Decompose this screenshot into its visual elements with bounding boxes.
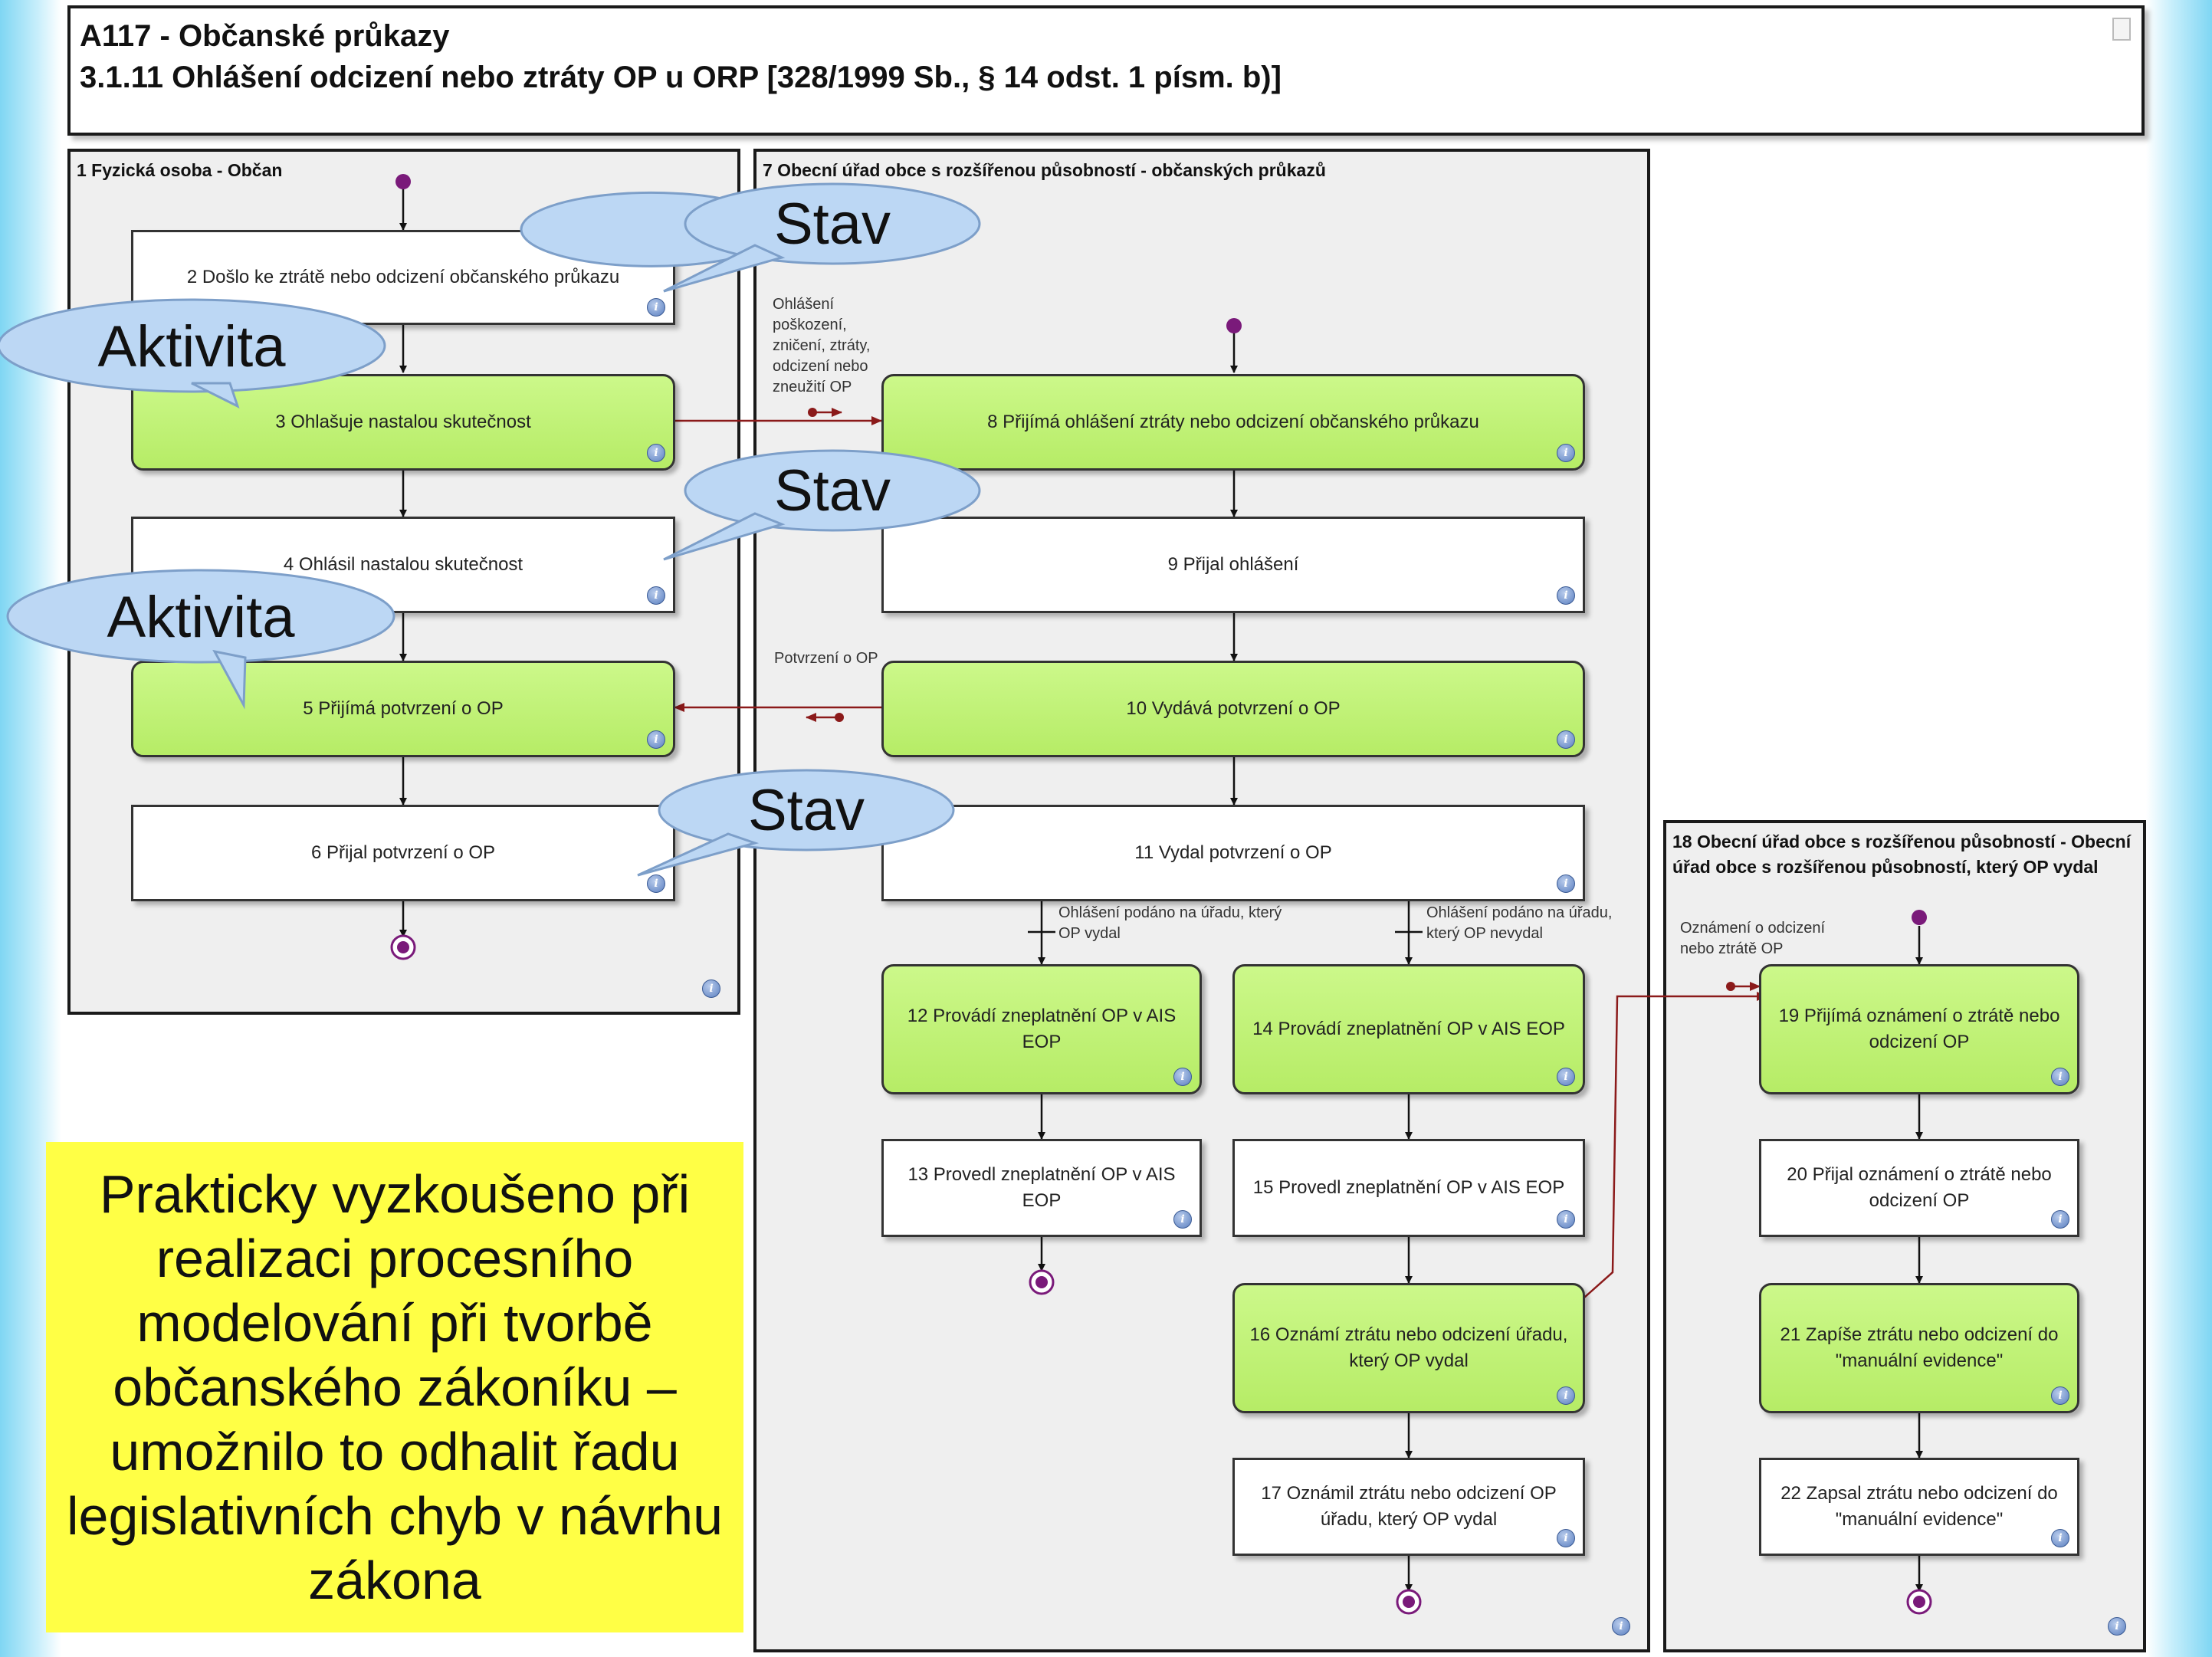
lane-title-orp-issuer: 18 Obecní úřad obce s rozšířenou působno… xyxy=(1672,832,2132,877)
info-icon[interactable]: i xyxy=(1557,444,1575,462)
info-icon[interactable]: i xyxy=(2051,1529,2069,1547)
message-label-confirmation: Potvrzení o OP xyxy=(774,650,878,667)
diagram-header: A117 - Občanské průkazy 3.1.11 Ohlášení … xyxy=(67,5,2145,136)
node-5-activity[interactable]: 5 Přijímá potvrzení o OP i xyxy=(131,661,675,757)
info-icon[interactable]: i xyxy=(1557,586,1575,605)
node-19-activity[interactable]: 19 Přijímá oznámení o ztrátě nebo odcize… xyxy=(1759,964,2079,1094)
node-2-state[interactable]: 2 Došlo ke ztrátě nebo odcizení občanské… xyxy=(131,230,675,325)
node-label: 21 Zapíše ztrátu nebo odcizení do "manuá… xyxy=(1780,1324,2059,1371)
node-21-activity[interactable]: 21 Zapíše ztrátu nebo odcizení do "manuá… xyxy=(1759,1283,2079,1413)
node-label: 20 Přijal oznámení o ztrátě nebo odcizen… xyxy=(1787,1164,2052,1211)
node-label: 12 Provádí zneplatnění OP v AIS EOP xyxy=(907,1006,1177,1052)
node-14-activity[interactable]: 14 Provádí zneplatnění OP v AIS EOP i xyxy=(1232,964,1585,1094)
lane-title-citizen: 1 Fyzická osoba - Občan xyxy=(77,160,283,180)
node-label: 10 Vydává potvrzení o OP xyxy=(1126,698,1341,719)
node-10-activity[interactable]: 10 Vydává potvrzení o OP i xyxy=(881,661,1585,757)
node-label: 16 Oznámí ztrátu nebo odcizení úřadu, kt… xyxy=(1249,1324,1568,1371)
info-icon[interactable]: i xyxy=(1173,1210,1192,1229)
info-icon[interactable]: i xyxy=(1557,730,1575,749)
node-label: 9 Přijal ohlášení xyxy=(1167,554,1299,575)
document-icon[interactable] xyxy=(2112,18,2131,41)
node-label: 19 Přijímá oznámení o ztrátě nebo odcize… xyxy=(1778,1006,2060,1052)
info-icon[interactable]: i xyxy=(1173,1068,1192,1086)
node-label: 11 Vydal potvrzení o OP xyxy=(1134,842,1332,863)
info-icon[interactable]: i xyxy=(1557,1068,1575,1086)
node-label: 13 Provedl zneplatnění OP v AIS EOP xyxy=(907,1164,1176,1211)
info-icon[interactable]: i xyxy=(1612,1617,1630,1636)
background-gradient-right xyxy=(2146,0,2212,1657)
info-icon[interactable]: i xyxy=(2051,1210,2069,1229)
node-22-state[interactable]: 22 Zapsal ztrátu nebo odcizení do "manuá… xyxy=(1759,1458,2079,1556)
info-icon[interactable]: i xyxy=(1557,1210,1575,1229)
node-label: 22 Zapsal ztrátu nebo odcizení do "manuá… xyxy=(1780,1483,2058,1530)
info-icon[interactable]: i xyxy=(1557,1386,1575,1405)
message-label-report: Ohlášení poškození, zničení, ztráty, odc… xyxy=(773,296,871,395)
info-icon[interactable]: i xyxy=(647,730,665,749)
node-label: 17 Oznámil ztrátu nebo odcizení OP úřadu… xyxy=(1261,1483,1557,1530)
info-icon[interactable]: i xyxy=(647,874,665,893)
agenda-title: A117 - Občanské průkazy xyxy=(80,19,450,53)
info-icon[interactable]: i xyxy=(2051,1068,2069,1086)
node-16-activity[interactable]: 16 Oznámí ztrátu nebo odcizení úřadu, kt… xyxy=(1232,1283,1585,1413)
info-icon[interactable]: i xyxy=(647,444,665,462)
process-title: 3.1.11 Ohlášení odcizení nebo ztráty OP … xyxy=(80,61,1282,94)
condition-label-other-office: Ohlášení podáno na úřadu, který OP nevyd… xyxy=(1426,904,1613,942)
info-icon[interactable]: i xyxy=(1557,874,1575,893)
info-icon[interactable]: i xyxy=(2108,1617,2126,1636)
node-label: 14 Provádí zneplatnění OP v AIS EOP xyxy=(1252,1019,1565,1039)
annotation-note: Prakticky vyzkoušeno při realizaci proce… xyxy=(46,1142,743,1632)
node-label: 8 Přijímá ohlášení ztráty nebo odcizení … xyxy=(987,412,1479,432)
node-label: 3 Ohlašuje nastalou skutečnost xyxy=(275,412,531,432)
info-icon[interactable]: i xyxy=(647,298,665,317)
info-icon[interactable]: i xyxy=(2051,1386,2069,1405)
node-20-state[interactable]: 20 Přijal oznámení o ztrátě nebo odcizen… xyxy=(1759,1139,2079,1237)
node-11-state[interactable]: 11 Vydal potvrzení o OP i xyxy=(881,805,1585,901)
node-13-state[interactable]: 13 Provedl zneplatnění OP v AIS EOP i xyxy=(881,1139,1202,1237)
node-label: 5 Přijímá potvrzení o OP xyxy=(303,698,504,719)
node-9-state[interactable]: 9 Přijal ohlášení i xyxy=(881,517,1585,613)
info-icon[interactable]: i xyxy=(702,979,720,998)
node-label: 2 Došlo ke ztrátě nebo odcizení občanské… xyxy=(186,267,620,287)
node-label: 4 Ohlásil nastalou skutečnost xyxy=(283,554,523,575)
lane-title-orp: 7 Obecní úřad obce s rozšířenou působnos… xyxy=(763,160,1326,180)
condition-label-issuing-office: Ohlášení podáno na úřadu, který OP vydal xyxy=(1058,904,1282,942)
node-8-activity[interactable]: 8 Přijímá ohlášení ztráty nebo odcizení … xyxy=(881,374,1585,471)
info-icon[interactable]: i xyxy=(1557,1529,1575,1547)
node-4-state[interactable]: 4 Ohlásil nastalou skutečnost i xyxy=(131,517,675,613)
info-icon[interactable]: i xyxy=(647,586,665,605)
node-label: 15 Provedl zneplatnění OP v AIS EOP xyxy=(1252,1177,1565,1198)
node-3-activity[interactable]: 3 Ohlašuje nastalou skutečnost i xyxy=(131,374,675,471)
node-17-state[interactable]: 17 Oznámil ztrátu nebo odcizení OP úřadu… xyxy=(1232,1458,1585,1556)
node-label: 6 Přijal potvrzení o OP xyxy=(310,842,496,863)
node-15-state[interactable]: 15 Provedl zneplatnění OP v AIS EOP i xyxy=(1232,1139,1585,1237)
node-6-state[interactable]: 6 Přijal potvrzení o OP i xyxy=(131,805,675,901)
message-label-notice: Oznámení o odcizení nebo ztrátě OP xyxy=(1680,920,1825,957)
node-12-activity[interactable]: 12 Provádí zneplatnění OP v AIS EOP i xyxy=(881,964,1202,1094)
